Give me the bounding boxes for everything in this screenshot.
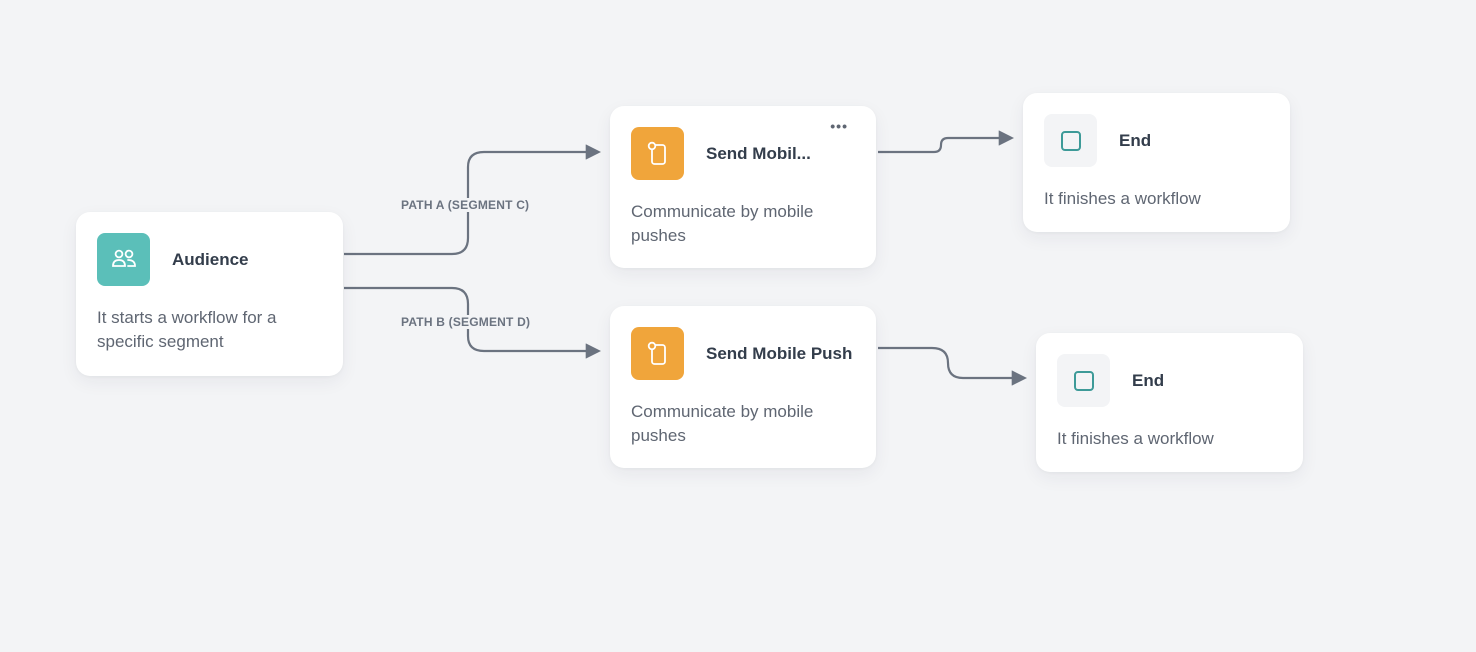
node-send-mobile-push-a[interactable]: Send Mobil... ••• Communicate by mobile … xyxy=(610,106,876,268)
node-description: Communicate by mobile pushes xyxy=(631,202,814,245)
edge-label-path-b[interactable]: PATH B (SEGMENT D) xyxy=(399,315,533,329)
mobile-push-icon xyxy=(631,127,684,180)
edge-label-path-a[interactable]: PATH A (SEGMENT C) xyxy=(399,198,532,212)
end-square-icon xyxy=(1044,114,1097,167)
node-description: It starts a workflow for a specific segm… xyxy=(97,308,277,351)
node-title: Send Mobile Push xyxy=(706,344,853,363)
node-send-mobile-push-b[interactable]: Send Mobile Push Communicate by mobile p… xyxy=(610,306,876,468)
mobile-push-icon xyxy=(631,327,684,380)
edge-push-b-end xyxy=(878,346,1028,386)
edge-push-a-end xyxy=(878,130,1015,154)
node-title: End xyxy=(1119,131,1152,150)
node-title: End xyxy=(1132,371,1165,390)
node-end-b[interactable]: End It finishes a workflow xyxy=(1036,333,1303,472)
node-title: Audience xyxy=(172,250,249,269)
audience-icon xyxy=(97,233,150,286)
more-options-icon[interactable]: ••• xyxy=(830,118,848,134)
node-end-a[interactable]: End It finishes a workflow xyxy=(1023,93,1290,232)
node-description: It finishes a workflow xyxy=(1057,429,1214,448)
end-square-icon xyxy=(1057,354,1110,407)
node-description: It finishes a workflow xyxy=(1044,189,1201,208)
node-description: Communicate by mobile pushes xyxy=(631,402,814,445)
node-title: Send Mobil... xyxy=(706,144,811,163)
node-audience[interactable]: Audience It starts a workflow for a spec… xyxy=(76,212,343,376)
